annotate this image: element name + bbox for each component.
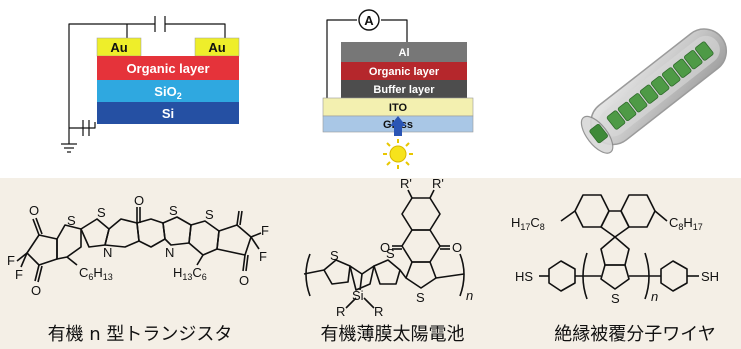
organic-label-solar: Organic layer bbox=[369, 66, 440, 78]
solar-polymer-structure: R' R' O O S S S Si R R n bbox=[300, 176, 485, 319]
atom-f: F bbox=[7, 253, 15, 268]
atom-f: F bbox=[261, 223, 269, 238]
atom-n: N bbox=[165, 245, 174, 260]
hexyl-right-label: H13C6 bbox=[173, 265, 207, 282]
atom-o: O bbox=[452, 240, 462, 255]
caption-solar-cell: 有機薄膜太陽電池 bbox=[320, 324, 465, 345]
insulated-molecular-wire-icon bbox=[580, 18, 730, 158]
atom-o: O bbox=[29, 203, 39, 218]
ammeter-icon bbox=[358, 9, 380, 31]
thiol-left-label: HS bbox=[515, 269, 533, 284]
atom-r: R bbox=[336, 304, 345, 319]
thiol-right-label: SH bbox=[701, 269, 719, 284]
au-right-label: Au bbox=[208, 40, 225, 55]
buffer-label: Buffer layer bbox=[373, 84, 435, 96]
al-layer bbox=[341, 42, 467, 62]
sun-icon bbox=[383, 139, 413, 169]
si-label: Si bbox=[162, 106, 174, 121]
atom-s: S bbox=[97, 205, 106, 220]
al-label: Al bbox=[399, 47, 410, 59]
atom-r-prime: R' bbox=[400, 176, 412, 191]
caption-transistor: 有機 n 型トランジスタ bbox=[47, 324, 233, 345]
atom-r: R bbox=[374, 304, 383, 319]
atom-o: O bbox=[239, 273, 249, 288]
atom-s: S bbox=[386, 246, 395, 261]
atom-r-prime: R' bbox=[432, 176, 444, 191]
molecule-background-band bbox=[0, 178, 741, 349]
wire-molecule-structure: H17C8 C8H17 HS SH S n bbox=[505, 183, 740, 318]
atom-s: S bbox=[67, 213, 76, 228]
octyl-right-label: C8H17 bbox=[669, 215, 703, 232]
repeat-n: n bbox=[466, 288, 473, 303]
transistor-molecule-structure: S S S S N N O O O O F F F F C6H13 H13C6 bbox=[5, 193, 275, 315]
atom-s: S bbox=[416, 290, 425, 305]
atom-s: S bbox=[169, 203, 178, 218]
si-layer bbox=[97, 102, 239, 124]
atom-f: F bbox=[15, 267, 23, 282]
atom-si: Si bbox=[352, 288, 364, 303]
ammeter-label: A bbox=[364, 13, 374, 28]
atom-s: S bbox=[611, 291, 620, 306]
octyl-left-label: H17C8 bbox=[511, 215, 545, 232]
sio2-layer bbox=[97, 80, 239, 102]
atom-o: O bbox=[31, 283, 41, 298]
repeat-n: n bbox=[651, 289, 658, 304]
atom-f: F bbox=[259, 249, 267, 264]
organic-layer bbox=[97, 56, 239, 80]
hexyl-left-label: C6H13 bbox=[79, 265, 113, 282]
ito-label: ITO bbox=[389, 102, 408, 114]
atom-o: O bbox=[134, 193, 144, 208]
organic-layer-solar bbox=[341, 62, 467, 80]
sio2-label: SiO2 bbox=[154, 84, 181, 101]
atom-s: S bbox=[205, 207, 214, 222]
gate-wiring bbox=[61, 16, 226, 153]
atom-n: N bbox=[103, 245, 112, 260]
light-arrow-icon bbox=[390, 116, 406, 126]
au-left-label: Au bbox=[110, 40, 127, 55]
atom-s: S bbox=[330, 248, 339, 263]
solar-cell-device-diagram: A Al Organic layer Buffer layer ITO Glas… bbox=[315, 8, 480, 173]
transistor-device-diagram: Au Au Organic layer SiO2 Si bbox=[55, 10, 255, 160]
atom-o: O bbox=[380, 240, 390, 255]
caption-molecular-wire: 絶縁被覆分子ワイヤ bbox=[554, 324, 716, 345]
organic-layer-label: Organic layer bbox=[126, 61, 209, 76]
buffer-layer bbox=[341, 80, 467, 98]
